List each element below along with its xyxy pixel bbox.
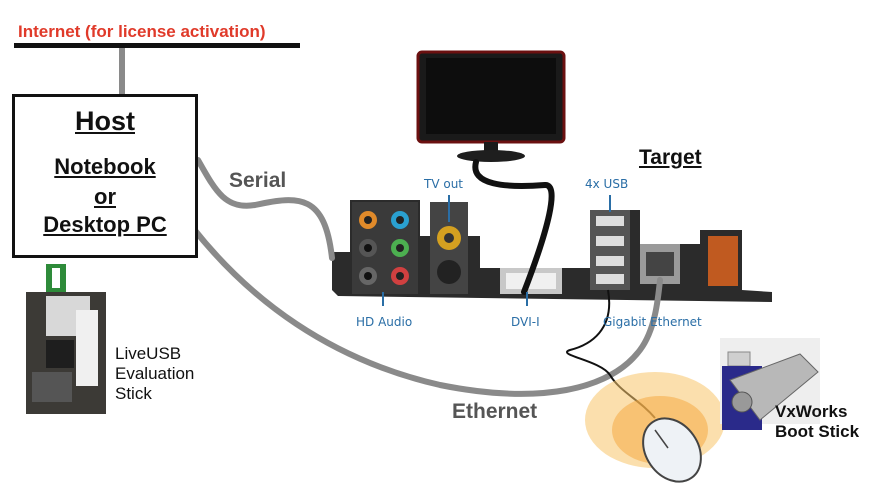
liveusb-label-line: Stick xyxy=(115,384,152,403)
target-title: Target xyxy=(639,146,702,169)
usb-label: 4x USB xyxy=(585,177,629,191)
serial-cable xyxy=(195,157,335,261)
vxworks-label-line: VxWorks xyxy=(775,402,848,421)
mouse-image xyxy=(585,372,725,483)
internet-label: Internet (for license activation) xyxy=(18,22,266,41)
serial-label: Serial xyxy=(229,169,287,192)
ethernet-label: Ethernet xyxy=(452,400,538,423)
motherboard-panel xyxy=(332,200,772,302)
dvi-label: DVI-I xyxy=(511,315,540,329)
host-line-desktop: Desktop PC xyxy=(43,212,167,237)
monitor-image xyxy=(416,50,566,162)
liveusb-board-image xyxy=(26,264,106,414)
ethernet-cable xyxy=(190,225,663,397)
internet-bar xyxy=(14,43,300,48)
vxworks-label: VxWorks Boot Stick xyxy=(775,402,859,442)
vxworks-label-line: Boot Stick xyxy=(775,422,860,441)
tv-out-label: TV out xyxy=(424,177,464,191)
host-line-notebook: Notebook xyxy=(54,154,156,179)
host-title: Host xyxy=(75,106,135,136)
hd-audio-label: HD Audio xyxy=(356,315,413,329)
liveusb-label-line: LiveUSB xyxy=(115,344,182,363)
dvi-cable xyxy=(472,159,555,295)
host-box xyxy=(12,94,198,258)
liveusb-label: LiveUSB Evaluation Stick xyxy=(115,344,215,404)
vxworks-stick-image xyxy=(720,338,820,430)
host-line-or: or xyxy=(94,184,116,209)
liveusb-label-line: Evaluation xyxy=(115,364,195,383)
gigabit-ethernet-label: Gigabit Ethernet xyxy=(603,315,702,329)
